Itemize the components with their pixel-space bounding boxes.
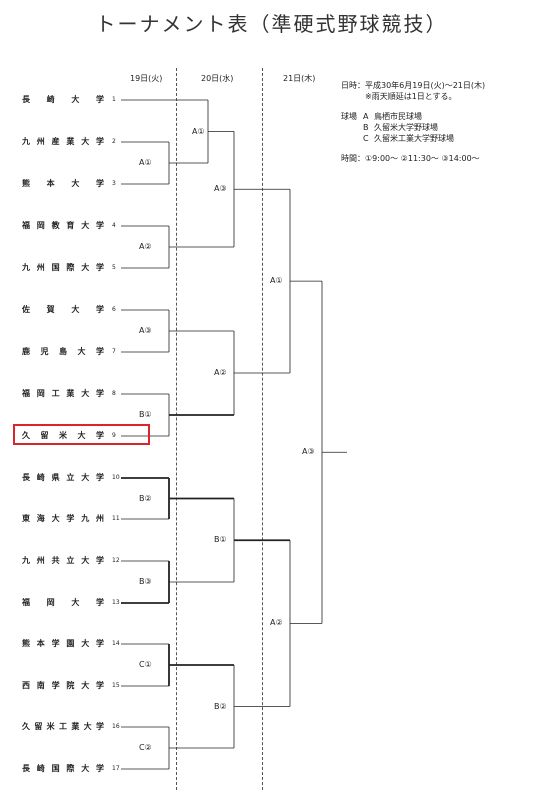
game-label-r2: A② [213,368,228,378]
event-info: 日時：平成30年6月19日(火)～21日(木) ※雨天順延は1日とする。 球場 A… [341,80,485,164]
team-name: 福岡教育大学 [22,221,104,230]
venue-name: 久留米工業大学野球場 [374,134,454,143]
seed-number: 3 [112,180,116,187]
page-title: トーナメント表（準硬式野球競技） [95,12,448,36]
game-label-r1: A① [138,158,153,168]
seed-number: 5 [112,264,116,271]
time-label: 時間： [341,154,365,163]
game-label-r1: B③ [138,577,153,587]
team-name: 東海大学九州 [22,514,104,523]
day-header-21: 21日(木) [283,74,316,83]
team-name: 九州共立大学 [22,556,104,565]
team-name: 長崎国際大学 [22,764,104,773]
game-label-r2: A③ [213,184,228,195]
seed-number: 13 [112,599,120,606]
date-value: 平成30年6月19日(火)～21日(木) [365,81,486,90]
game-label-r1: C① [138,660,153,670]
highlight-box [13,424,150,445]
seed-number: 16 [112,723,120,730]
team-name: 佐賀大学 [22,305,104,314]
seed-number: 14 [112,640,120,647]
game-label-r2: B② [213,701,228,712]
day-divider [262,68,263,790]
venue-label: 球場 [341,112,357,121]
seed-number: 11 [112,515,120,522]
time-row: 時間：①9:00～ ②11:30～ ③14:00～ [341,153,485,164]
team-name: 長崎県立大学 [22,473,104,482]
seed-number: 15 [112,682,120,689]
seed-number: 2 [112,138,116,145]
game-label-r2: B① [213,535,228,546]
venue-code: C [363,134,369,143]
day-header-19: 19日(火) [130,74,163,83]
venue-row-b: B 久留米大学野球場 [341,122,485,133]
seed-number: 1 [112,96,116,103]
venue-row-a: 球場 A 鳥栖市民球場 [341,111,485,122]
team-name: 九州産業大学 [22,137,104,146]
venue-name: 鳥栖市民球場 [374,112,422,121]
day-divider [176,68,177,790]
seed-number: 7 [112,348,116,355]
game-label-r1: B① [138,410,153,420]
seed-number: 9 [112,432,116,439]
team-name: 西南学院大学 [22,681,104,690]
game-label-final: A③ [301,447,316,458]
game-label-r1: B② [138,493,153,504]
game-label-r3: A① [269,276,284,287]
time-value: ①9:00～ ②11:30～ ③14:00～ [365,154,480,163]
venue-code: B [363,123,369,132]
seed-number: 17 [112,765,120,772]
seed-number: 10 [112,474,120,481]
team-name: 九州国際大学 [22,263,104,272]
day-header-20: 20日(水) [201,74,234,83]
venue-code: A [363,112,369,121]
game-label-r1: A③ [138,326,153,336]
date-row: 日時：平成30年6月19日(火)～21日(木) [341,80,485,91]
team-name: 熊本大学 [22,179,104,188]
team-name: 鹿児島大学 [22,347,104,356]
venue-row-c: C 久留米工業大学野球場 [341,133,485,144]
rain-note: ※雨天順延は1日とする。 [365,92,457,101]
game-label-r1: C② [138,743,153,753]
game-label-r2: A① [191,126,206,137]
venue-name: 久留米大学野球場 [374,123,438,132]
seed-number: 4 [112,222,116,229]
game-label-r3: A② [269,618,284,629]
team-name: 久留米工業大学 [22,722,104,731]
team-name: 福岡工業大学 [22,389,104,398]
seed-number: 12 [112,557,120,564]
team-name: 久留米大学 [22,431,104,440]
game-label-r1: A② [138,242,153,252]
team-name: 福岡大学 [22,598,104,607]
seed-number: 6 [112,306,116,313]
team-name: 長崎大学 [22,95,104,104]
date-label: 日時： [341,81,365,90]
seed-number: 8 [112,390,116,397]
team-name: 熊本学園大学 [22,639,104,648]
